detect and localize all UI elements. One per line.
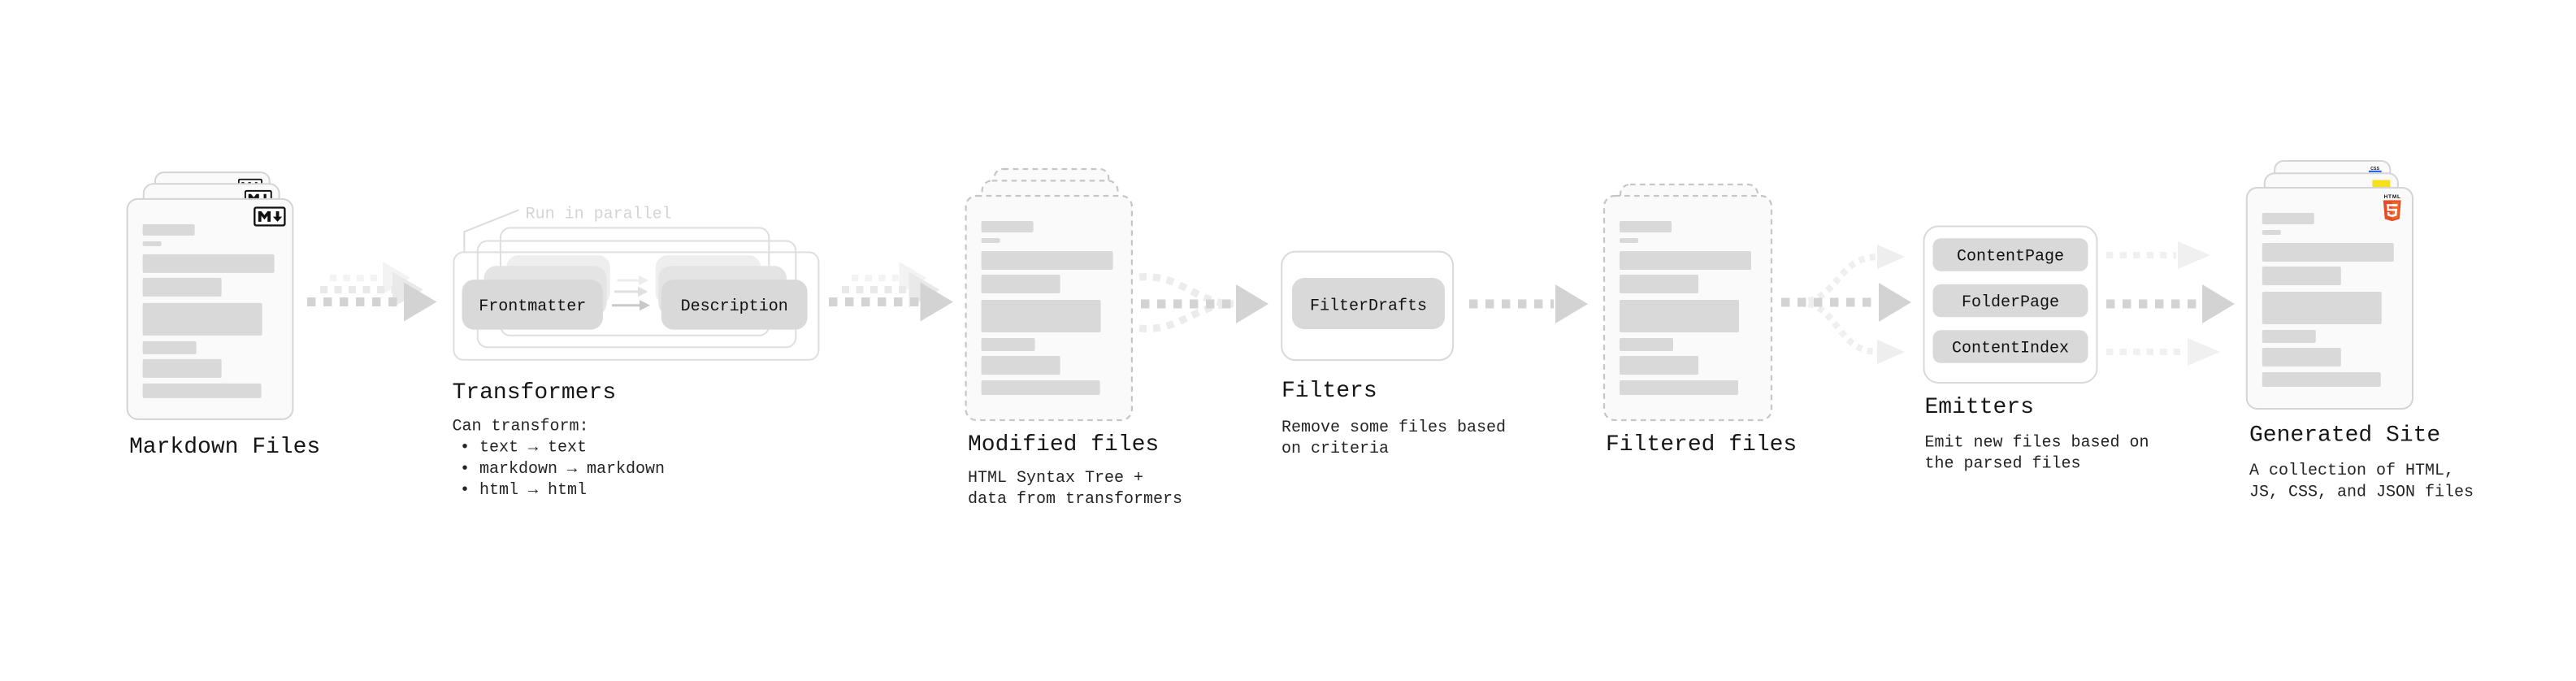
svg-text:JS, CSS, and JSON files: JS, CSS, and JSON files <box>2249 483 2474 501</box>
svg-text:HTML: HTML <box>2384 194 2401 200</box>
svg-text:Frontmatter: Frontmatter <box>479 297 586 316</box>
svg-text:Transformers: Transformers <box>453 380 617 406</box>
svg-text:Remove some files based: Remove some files based <box>1281 419 1506 437</box>
svg-text:Emitters: Emitters <box>1925 395 2034 420</box>
svg-text:the parsed files: the parsed files <box>1925 454 2081 473</box>
svg-text:data from transformers: data from transformers <box>968 490 1182 509</box>
svg-text:Description: Description <box>681 297 788 316</box>
svg-text:ContentPage: ContentPage <box>1957 248 2064 267</box>
svg-text:Filters: Filters <box>1281 379 1377 404</box>
svg-text:on criteria: on criteria <box>1281 440 1389 458</box>
svg-text:Generated Site: Generated Site <box>2249 423 2440 449</box>
svg-text:FolderPage: FolderPage <box>1962 293 2059 312</box>
svg-text:• text → text: • text → text <box>460 439 587 458</box>
svg-text:Run in parallel: Run in parallel <box>526 205 672 223</box>
svg-text:ContentIndex: ContentIndex <box>1952 340 2069 358</box>
svg-text:• html → html: • html → html <box>460 481 587 500</box>
svg-text:Emit new files based on: Emit new files based on <box>1925 433 2149 452</box>
svg-text:Modified files: Modified files <box>968 432 1159 458</box>
svg-text:A collection of HTML,: A collection of HTML, <box>2249 462 2454 480</box>
svg-text:Markdown Files: Markdown Files <box>129 435 320 460</box>
svg-text:HTML Syntax Tree +: HTML Syntax Tree + <box>968 469 1143 488</box>
svg-text:• markdown → markdown: • markdown → markdown <box>460 460 665 479</box>
svg-text:Can transform:: Can transform: <box>453 417 589 436</box>
svg-text:Filtered files: Filtered files <box>1606 432 1797 458</box>
svg-text:CSS: CSS <box>2370 167 2379 171</box>
svg-text:FilterDrafts: FilterDrafts <box>1310 297 1427 316</box>
